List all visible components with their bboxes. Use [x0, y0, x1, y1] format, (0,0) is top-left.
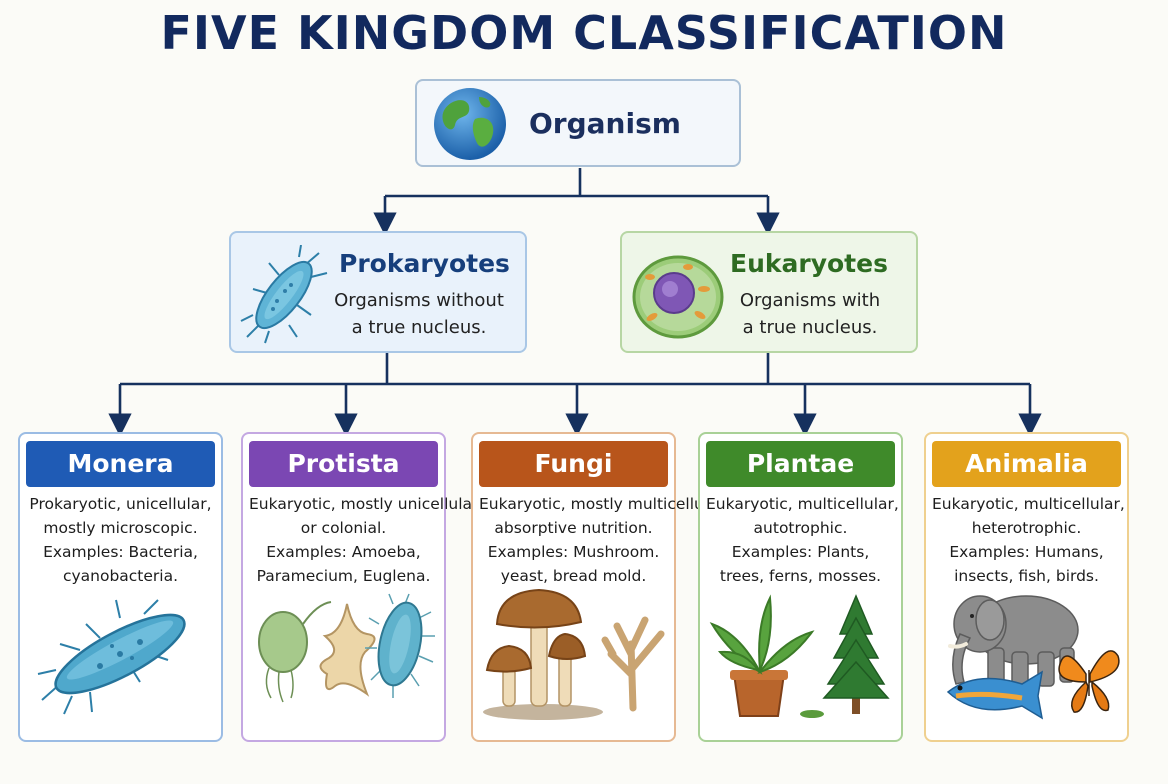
eukaryotes-node: Eukaryotes Organisms with a true nucleus… — [620, 231, 918, 353]
kingdom-title: Protista — [249, 441, 438, 487]
kingdom-title: Plantae — [706, 441, 895, 487]
kingdom-card-monera: Monera Prokaryotic, unicellular,mostly m… — [18, 432, 223, 742]
kingdom-card-plantae: Plantae Eukaryotic, multicellular,autotr… — [698, 432, 903, 742]
kingdom-description: Eukaryotic, multicellular,autotrophic. E… — [706, 495, 899, 585]
bacterium-icon — [240, 245, 328, 344]
kingdom-title: Monera — [26, 441, 215, 487]
kingdom-description: Eukaryotic, mostly multicellular,absorpt… — [479, 495, 729, 585]
bacterium-illustration — [37, 599, 186, 715]
kingdom-title: Animalia — [932, 441, 1121, 487]
eukaryotes-description: Organisms with a true nucleus. — [739, 290, 881, 338]
plants-illustration — [709, 594, 890, 718]
prokaryotes-title: Prokaryotes — [339, 249, 510, 278]
kingdom-card-fungi: Fungi Eukaryotic, mostly multicellular,a… — [471, 432, 729, 742]
kingdom-description: Prokaryotic, unicellular,mostly microsco… — [29, 495, 212, 585]
kingdom-title: Fungi — [479, 441, 668, 487]
protists-illustration — [258, 593, 435, 703]
eukaryotes-title: Eukaryotes — [730, 249, 888, 278]
prokaryotes-node: Prokaryotes Organisms without a true nuc… — [229, 231, 527, 353]
kingdom-description: Eukaryotic, multicellular,heterotrophic.… — [932, 495, 1125, 585]
kingdom-card-animalia: Animalia Eukaryotic, multicellular,heter… — [924, 432, 1129, 742]
organism-node: Organism — [415, 79, 741, 167]
cell-icon — [632, 255, 724, 339]
animals-illustration — [946, 595, 1120, 720]
globe-icon — [434, 88, 506, 160]
organism-label: Organism — [529, 107, 681, 140]
page-title: FIVE KINGDOM CLASSIFICATION — [160, 6, 1008, 60]
mushrooms-illustration — [483, 588, 665, 720]
prokaryotes-description: Organisms without a true nucleus. — [334, 290, 504, 338]
